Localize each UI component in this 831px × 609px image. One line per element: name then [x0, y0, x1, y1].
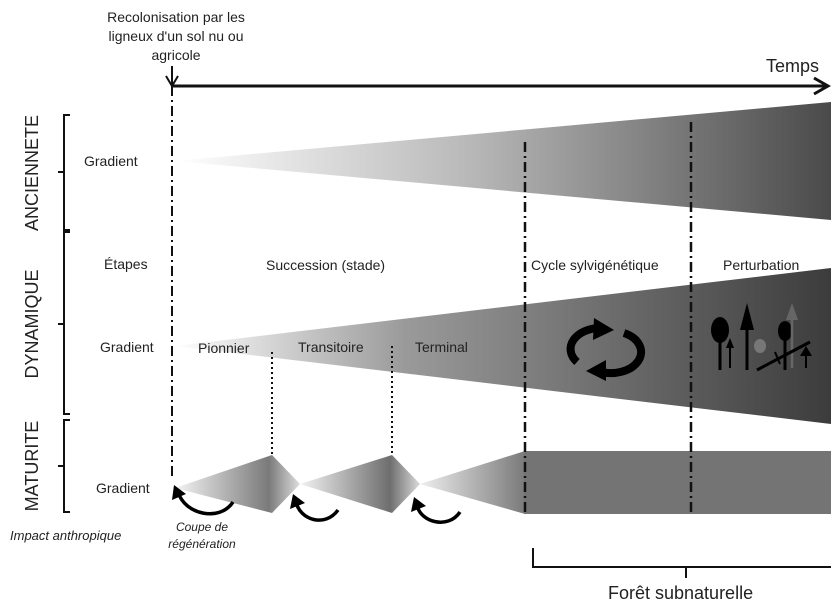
maturite-gradient-label: Gradient [96, 480, 150, 496]
category-dynamique: DYNAMIQUE [22, 269, 42, 379]
foret-label: Forêt subnaturelle [608, 583, 754, 603]
curved-arrow-head [290, 494, 305, 509]
bracket-dynamique [58, 231, 70, 415]
phase-perturbation: Perturbation [723, 257, 800, 273]
regeneration-arrows [172, 485, 462, 524]
bracket-maturite [58, 419, 70, 513]
curved-arrow-icon [415, 504, 462, 524]
perturbation-trees-icon [711, 303, 812, 372]
dynamique-gradient-label: Gradient [100, 339, 154, 355]
curved-arrow-head [411, 497, 426, 512]
time-axis-arrowhead [813, 76, 831, 96]
maturite-gradient-segment-3 [420, 451, 525, 514]
anciennete-gradient-wedge [175, 102, 831, 220]
phase-succession: Succession (stade) [266, 257, 386, 273]
recolonisation-label: Recolonisation par les ligneux d'un sol … [107, 9, 245, 63]
etapes-label: Étapes [104, 256, 148, 272]
curved-arrow-icon [176, 491, 235, 516]
dynamique-gradient-wedge [175, 268, 831, 424]
phase-cycle: Cycle sylvigénétique [531, 257, 659, 273]
maturite-gradient-segment-1 [175, 455, 300, 513]
stage-transitoire: Transitoire [298, 339, 364, 355]
stage-terminal: Terminal [415, 339, 468, 355]
impact-label: Impact anthropique [10, 528, 122, 543]
stage-pionnier: Pionnier [198, 340, 250, 356]
bracket-anciennete [58, 114, 70, 231]
category-anciennete: ANCIENNETE [22, 115, 42, 232]
anciennete-gradient-label: Gradient [84, 153, 138, 169]
curved-arrow-icon [294, 501, 340, 522]
coupe-label: Coupe de régénération [168, 520, 236, 551]
cycle-arrows-icon [566, 318, 646, 381]
maturite-gradient-segment-2 [300, 455, 420, 513]
category-maturite: MATURITE [22, 420, 42, 512]
maturite-gradient-block [524, 451, 831, 514]
time-label: Temps [766, 56, 820, 76]
foret-bracket [532, 548, 831, 578]
curved-arrow-head [172, 485, 186, 500]
